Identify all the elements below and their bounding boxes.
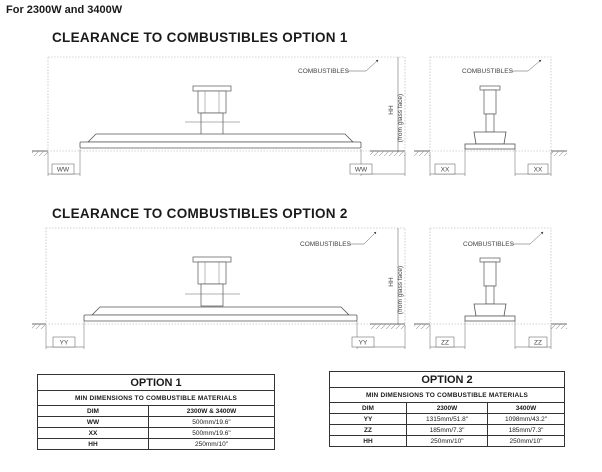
dim-ww-right: WW — [355, 167, 368, 174]
table-row: XX 500mm/19.6" — [37, 427, 275, 439]
table-cell: 250mm/10" — [148, 438, 275, 450]
table-row: YY 1315mm/51.8" 1098mm/43.2" — [329, 413, 565, 425]
combustibles-label: COMBUSTIBLES — [300, 241, 352, 248]
option1-side-view: XX XX COMBUSTIBLES — [414, 56, 567, 176]
table-header-value: 2300W & 3400W — [148, 405, 275, 417]
option2-front-view: YY YY HH (from glass face) COMBUSTIBLES — [32, 227, 406, 349]
table-row: WW 500mm/19.6" — [37, 416, 275, 428]
dim-zz-right: ZZ — [534, 340, 542, 347]
table-title: OPTION 1 — [37, 374, 275, 391]
combustibles-label: COMBUSTIBLES — [298, 68, 350, 75]
table-cell: XX — [37, 427, 149, 439]
table-cell: WW — [37, 416, 149, 428]
table-row: ZZ 185mm/7.3" 185mm/7.3" — [329, 424, 565, 436]
table-cell: 500mm/19.6" — [148, 416, 275, 428]
option1-front-view: WW WW HH (from glass face) COMBUSTIBLES — [32, 56, 406, 176]
option2-title: CLEARANCE TO COMBUSTIBLES OPTION 2 — [52, 206, 348, 221]
dim-xx-left: XX — [441, 167, 450, 174]
combustibles-label: COMBUSTIBLES — [463, 241, 515, 248]
table-header-dim: DIM — [329, 402, 407, 414]
dim-ww-left: WW — [57, 167, 70, 174]
dim-yy-left: YY — [60, 340, 69, 347]
table-cell: HH — [37, 438, 149, 450]
dim-hh-sublabel: (from glass face) — [397, 266, 404, 314]
table-cell: 250mm/10" — [406, 435, 488, 447]
table-header-3400w: 3400W — [487, 402, 565, 414]
table-cell: 185mm/7.3" — [406, 424, 488, 436]
option2-side-view: ZZ ZZ COMBUSTIBLES — [414, 227, 567, 349]
table-cell: 185mm/7.3" — [487, 424, 565, 436]
table-header-dim: DIM — [37, 405, 149, 417]
table-cell: HH — [329, 435, 407, 447]
table-header-2300w: 2300W — [406, 402, 488, 414]
dim-zz-left: ZZ — [441, 340, 449, 347]
dim-yy-right: YY — [359, 340, 368, 347]
table-row: HH 250mm/10" 250mm/10" — [329, 435, 565, 447]
table-row: HH 250mm/10" — [37, 438, 275, 450]
option1-title: CLEARANCE TO COMBUSTIBLES OPTION 1 — [52, 30, 348, 45]
table-cell: ZZ — [329, 424, 407, 436]
option1-table: OPTION 1 MIN DIMENSIONS TO COMBUSTIBLE M… — [37, 374, 275, 450]
table-title: OPTION 2 — [329, 371, 565, 388]
table-subtitle: MIN DIMENSIONS TO COMBUSTIBLE MATERIALS — [37, 390, 275, 406]
table-cell: 1098mm/43.2" — [487, 413, 565, 425]
table-cell: 250mm/10" — [487, 435, 565, 447]
dim-xx-right: XX — [534, 167, 543, 174]
table-cell: 500mm/19.6" — [148, 427, 275, 439]
table-subtitle: MIN DIMENSIONS TO COMBUSTIBLE MATERIALS — [329, 387, 565, 403]
page-header: For 2300W and 3400W — [6, 4, 123, 16]
combustibles-label: COMBUSTIBLES — [462, 68, 514, 75]
dim-hh-label: HH — [388, 105, 395, 115]
dim-hh-sublabel: (from glass face) — [397, 94, 404, 142]
table-cell: YY — [329, 413, 407, 425]
option2-table: OPTION 2 MIN DIMENSIONS TO COMBUSTIBLE M… — [329, 371, 565, 447]
dim-hh-label: HH — [388, 277, 395, 287]
table-cell: 1315mm/51.8" — [406, 413, 488, 425]
